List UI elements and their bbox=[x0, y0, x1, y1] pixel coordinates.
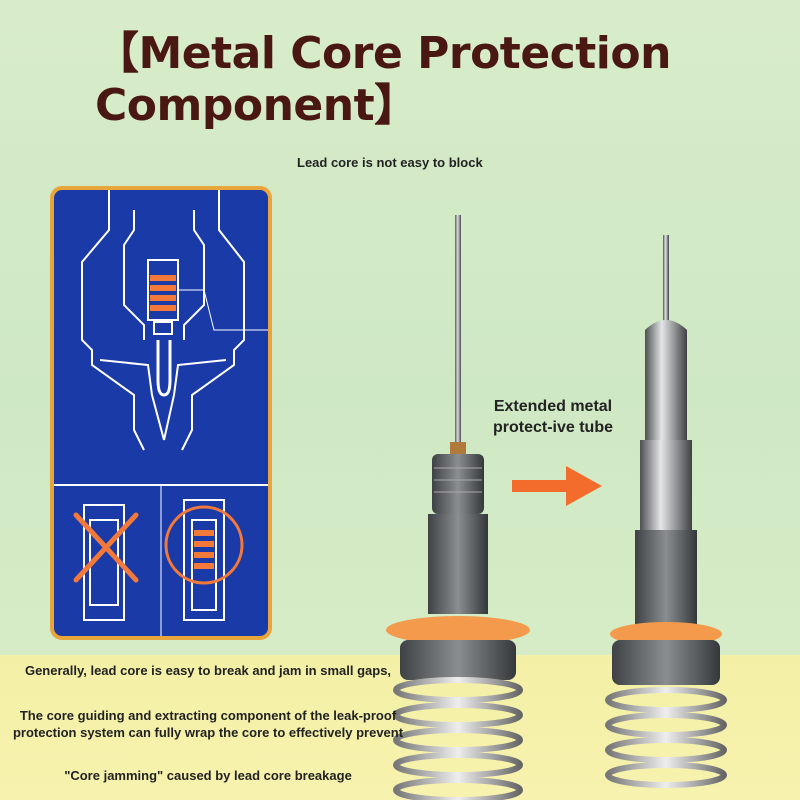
arrow-right-icon bbox=[512, 466, 602, 506]
mechanism-diagram bbox=[54, 190, 268, 636]
page-title: 【Metal Core Protection Component】 bbox=[95, 28, 671, 131]
bottom-text-1: Generally, lead core is easy to break an… bbox=[24, 663, 392, 678]
pencil-extended-tube bbox=[605, 235, 727, 788]
bottom-text-3: "Core jamming" caused by lead core break… bbox=[64, 768, 352, 783]
bottom-text-2: The core guiding and extracting componen… bbox=[12, 708, 404, 740]
arrow-label: Extended metal protect-ive tube bbox=[492, 398, 613, 436]
cross-icon bbox=[73, 512, 139, 583]
highlight-circle bbox=[164, 505, 244, 585]
diagram-panel bbox=[50, 186, 272, 640]
pencil-short-tube bbox=[386, 215, 530, 800]
subtitle: Lead core is not easy to block bbox=[297, 155, 483, 170]
